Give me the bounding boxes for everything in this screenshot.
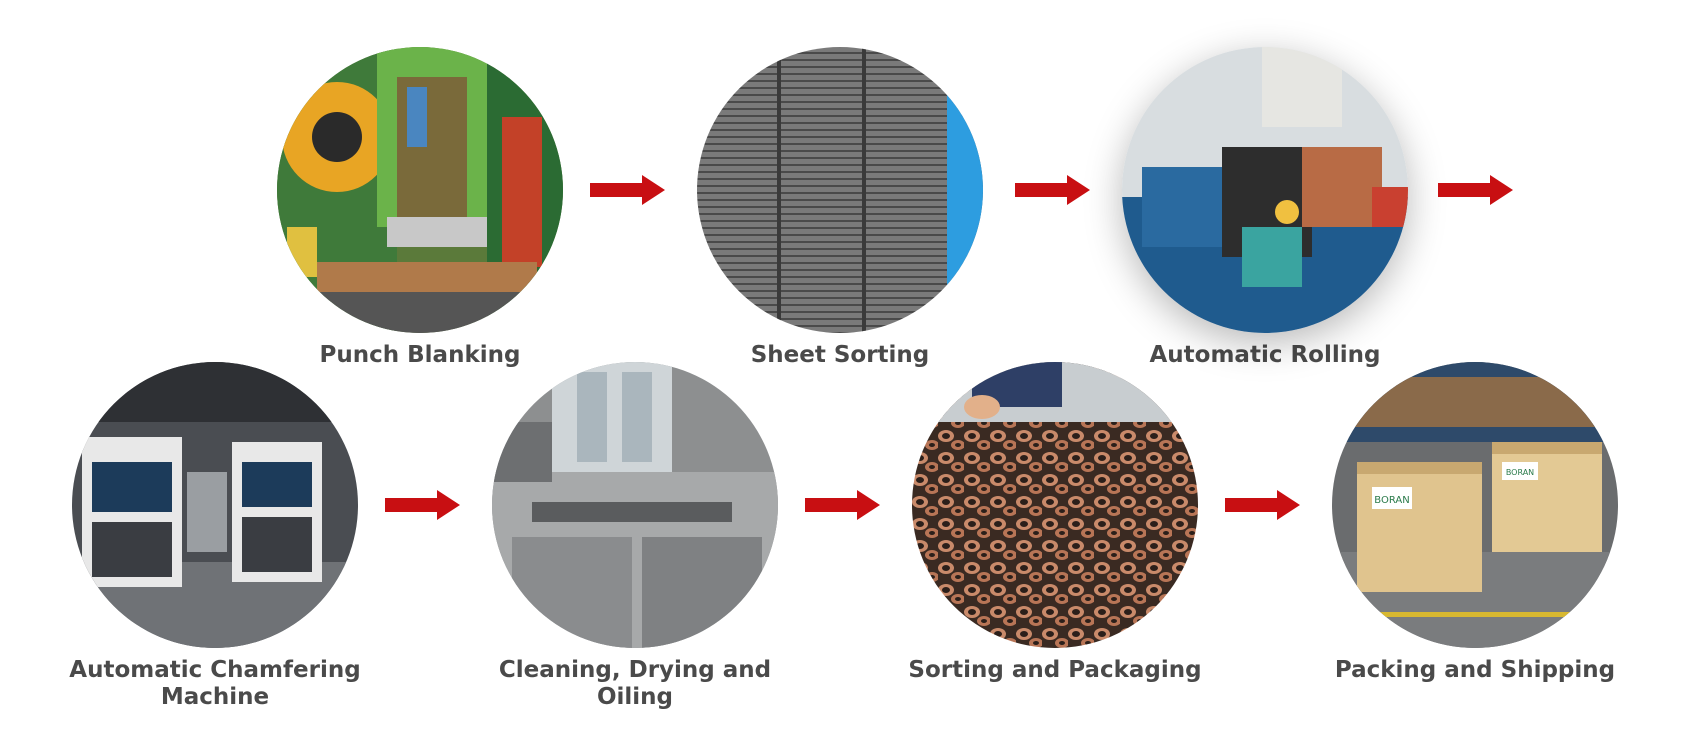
sorting-packaging-photo: [912, 362, 1198, 648]
punch-blanking-photo: [277, 47, 563, 333]
step-sheet-sorting: Sheet Sorting: [690, 47, 990, 369]
step-packing-shipping: BORAN BORAN Packing and Shipping: [1325, 362, 1625, 684]
step-cleaning-drying-oiling: Cleaning, Drying and Oiling: [485, 362, 785, 711]
crate-brand-label: BORAN: [1374, 495, 1409, 506]
arrow-right-icon: [805, 490, 880, 520]
step-label: Sorting and Packaging: [908, 657, 1202, 683]
arrow-right-icon: [1225, 490, 1300, 520]
step-label: Cleaning, Drying and Oiling: [498, 657, 772, 710]
sheet-sorting-photo: [697, 47, 983, 333]
step-automatic-rolling: Automatic Rolling: [1115, 47, 1415, 369]
step-automatic-chamfering: Automatic Chamfering Machine: [65, 362, 365, 711]
step-label: Packing and Shipping: [1334, 657, 1616, 683]
automatic-rolling-photo: [1122, 47, 1408, 333]
packing-shipping-photo: BORAN BORAN: [1332, 362, 1618, 648]
automatic-chamfering-photo: [72, 362, 358, 648]
step-label: Automatic Rolling: [1149, 342, 1381, 368]
arrow-right-icon: [1015, 175, 1090, 205]
arrow-right-icon: [385, 490, 460, 520]
step-label: Automatic Chamfering Machine: [69, 657, 361, 710]
step-sorting-packaging: Sorting and Packaging: [905, 362, 1205, 684]
step-label: Punch Blanking: [319, 342, 521, 368]
step-punch-blanking: Punch Blanking: [270, 47, 570, 369]
arrow-right-icon: [1438, 175, 1513, 205]
step-label: Sheet Sorting: [750, 342, 930, 368]
crate-brand-label: BORAN: [1506, 468, 1534, 477]
arrow-right-icon: [590, 175, 665, 205]
cleaning-drying-oiling-photo: [492, 362, 778, 648]
